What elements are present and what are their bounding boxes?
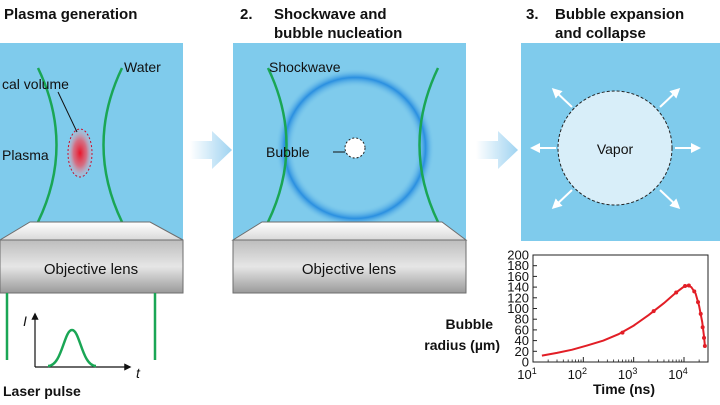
data-point	[702, 335, 707, 340]
step2-title-line2: bubble nucleation	[274, 25, 402, 42]
objective-lens-body	[0, 239, 184, 294]
bubble-radius-chart: Bubble radius (µm) Time (ns) 02040608010…	[424, 248, 709, 397]
y-tick-label: 100	[507, 301, 529, 316]
panel-bubble-expansion: Vapor	[521, 43, 720, 241]
plasma-label: Plasma	[2, 147, 49, 163]
objective-lens-body-2	[232, 239, 467, 294]
data-point	[702, 343, 707, 348]
flow-arrow-1-to-2	[190, 131, 232, 169]
y-tick-label: 20	[515, 344, 529, 359]
laser-pulse-caption: Laser pulse	[3, 383, 81, 399]
data-point	[674, 290, 679, 295]
data-point	[686, 283, 691, 288]
expansion-arrow-down-right	[659, 189, 681, 210]
y-tick-label: 40	[515, 333, 529, 348]
step3-title-line2: and collapse	[555, 25, 646, 42]
y-tick-label: 0	[522, 355, 529, 370]
flow-arrow-2-to-3	[476, 131, 518, 169]
step1-title: Plasma generation	[4, 6, 137, 23]
expansion-arrow-up-right	[659, 87, 681, 108]
x-tick-label: 103	[618, 366, 637, 382]
data-point	[692, 289, 697, 294]
y-tick-label: 160	[507, 269, 529, 284]
chart-ylabel-line1: Bubble	[446, 316, 494, 332]
x-tick-label: 104	[668, 366, 687, 382]
expansion-arrow-up-left	[551, 87, 573, 108]
y-tick-label: 180	[507, 258, 529, 273]
step3-title-line1: Bubble expansion	[555, 6, 684, 23]
data-point	[698, 311, 703, 316]
nucleated-bubble	[344, 137, 366, 159]
beam-right-edge-2	[418, 67, 440, 223]
objective-lens-top-2	[231, 221, 468, 241]
x-tick-label: 101	[517, 366, 536, 382]
objective-lens-label-2: Objective lens	[302, 261, 396, 278]
data-point	[683, 284, 688, 289]
panel-shockwave: Bubble Shockwave Objective lens	[231, 43, 468, 294]
expansion-arrow-down-left	[551, 189, 573, 210]
data-point	[696, 300, 701, 305]
step3-number: 3.	[526, 6, 539, 23]
radius-data-markers	[620, 283, 707, 348]
data-point	[700, 325, 705, 330]
bubble-label: Bubble	[266, 144, 310, 160]
y-tick-label: 80	[515, 312, 529, 327]
objective-lens-top	[0, 221, 184, 241]
data-point	[620, 330, 625, 335]
pulse-intensity-label: I	[23, 313, 27, 329]
pulse-time-label: t	[136, 365, 141, 381]
y-tick-label: 120	[507, 290, 529, 305]
vapor-bubble	[557, 90, 673, 206]
focal-volume-label: cal volume	[2, 76, 69, 92]
x-tick-label: 102	[568, 366, 587, 382]
objective-lens-label: Objective lens	[44, 261, 138, 278]
pulse-curve	[47, 328, 97, 368]
beam-left-edge-2	[266, 67, 288, 223]
radius-curve-line	[541, 284, 706, 357]
beam-right-edge	[102, 67, 124, 223]
data-point	[651, 309, 656, 314]
y-tick-label: 60	[515, 322, 529, 337]
expansion-arrows	[530, 87, 701, 210]
shockwave-label: Shockwave	[269, 59, 341, 75]
y-tick-label: 140	[507, 280, 529, 295]
laser-pulse-inset: I t Laser pulse	[3, 312, 141, 399]
vapor-label: Vapor	[597, 141, 634, 157]
chart-plot-frame	[532, 254, 709, 363]
plasma-focal-volume	[67, 128, 93, 178]
chart-ylabel-line2: radius (µm)	[424, 337, 500, 353]
chart-xlabel: Time (ns)	[593, 381, 655, 397]
water-label: Water	[124, 59, 161, 75]
chart-x-ticks: 101 102 103 104	[517, 357, 709, 382]
beam-left-edge	[36, 67, 58, 223]
y-tick-label: 200	[507, 248, 529, 263]
step2-title-line1: Shockwave and	[274, 6, 387, 23]
panel-plasma-generation: cal volume Water Plasma Objective lens	[0, 43, 184, 294]
step2-number: 2.	[240, 6, 253, 23]
focal-volume-leader	[57, 91, 78, 133]
